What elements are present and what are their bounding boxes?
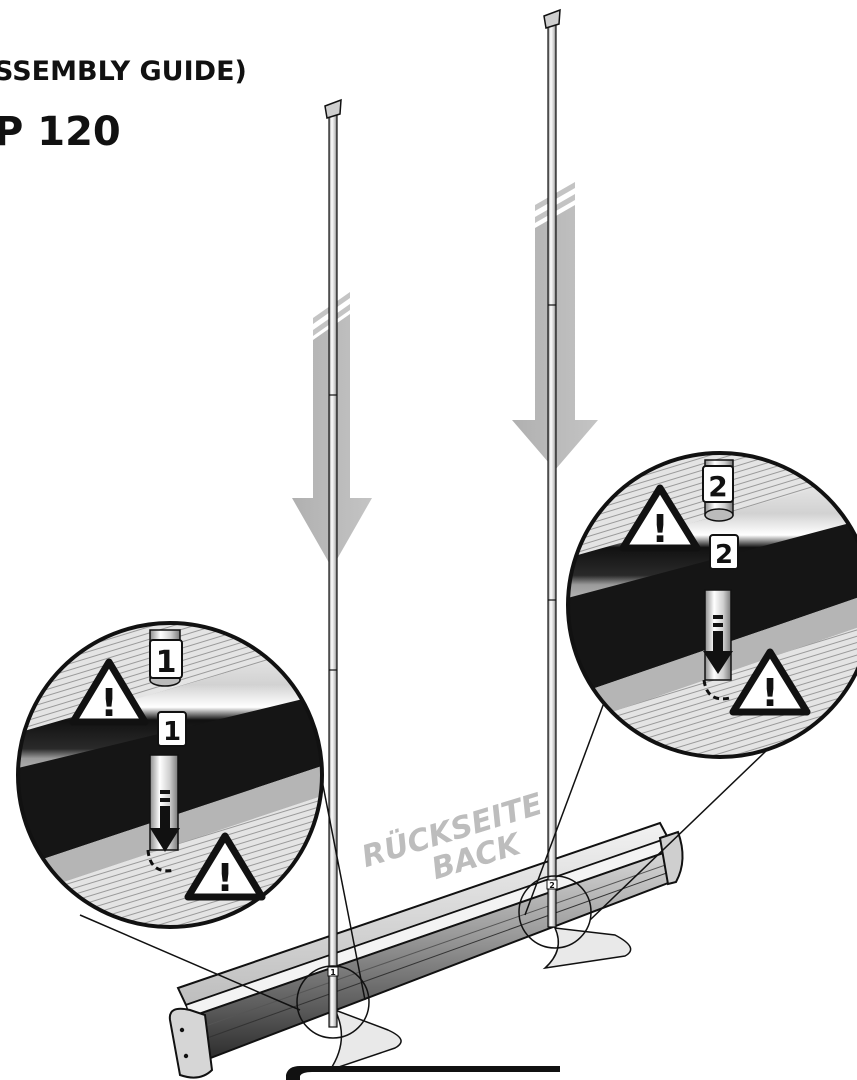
pole-1-number: 1: [330, 968, 336, 977]
detail-left-base-number: 1: [163, 717, 181, 747]
guide-title-line1: SSEMBLY GUIDE): [0, 56, 247, 87]
warning-triangle-icon: !: [69, 658, 149, 726]
warning-mark-left-top: !: [100, 681, 117, 725]
pole-2-number: 2: [549, 881, 555, 890]
warning-triangle-icon: !: [619, 484, 701, 552]
bottom-tab: [286, 1066, 560, 1080]
down-arrow-icon: [703, 615, 733, 674]
pole-2: 2: [543, 8, 561, 928]
pole-1: 1: [324, 98, 342, 1028]
guide-title-line2: P 120: [0, 109, 121, 155]
detail-left-pole-number: 1: [156, 645, 177, 680]
warning-mark-right-bottom: !: [761, 671, 778, 715]
detail-right-pole-number: 2: [708, 470, 727, 503]
warning-mark-left-bottom: !: [216, 856, 233, 900]
warning-triangle-icon: !: [729, 648, 811, 716]
warning-mark-right-top: !: [651, 507, 668, 551]
down-arrow-icon: [150, 790, 180, 852]
detail-right-base-number: 2: [715, 540, 733, 570]
warning-triangle-icon: !: [184, 832, 266, 901]
detail-circle-right: 2 2 ! !: [566, 451, 857, 759]
detail-circle-left: 1 1 ! !: [16, 621, 324, 929]
